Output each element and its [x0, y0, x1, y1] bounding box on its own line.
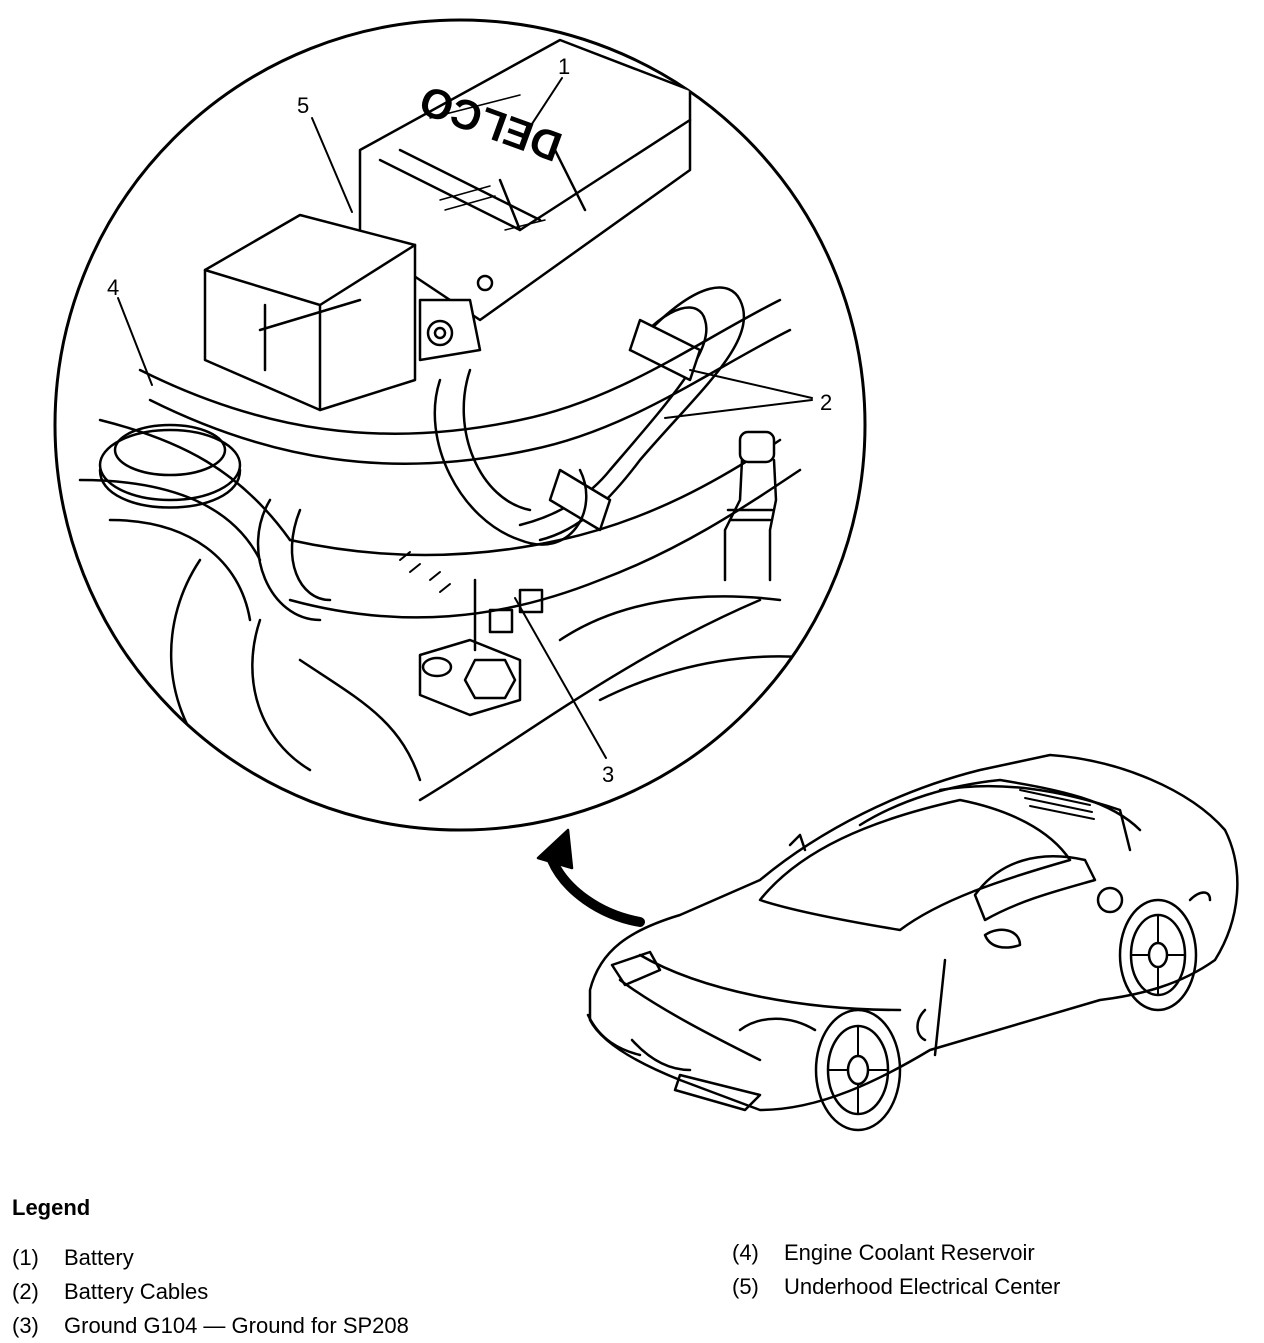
callout-5: 5	[297, 93, 309, 118]
callout-4: 4	[107, 275, 119, 300]
legend-label: Battery	[64, 1245, 134, 1270]
legend-item: (2) Battery Cables	[12, 1275, 409, 1309]
vehicle-illustration	[586, 753, 1239, 1132]
legend-item: (3) Ground G104 — Ground for SP208	[12, 1309, 409, 1343]
legend-item: (4) Engine Coolant Reservoir	[732, 1236, 1060, 1270]
callout-3: 3	[602, 762, 614, 787]
legend-number: (4)	[732, 1240, 759, 1265]
legend-item: (1) Battery	[12, 1241, 409, 1275]
battery-illustration: DELCO	[358, 38, 692, 322]
legend-label: Battery Cables	[64, 1279, 209, 1304]
detail-view: DELCO	[53, 18, 867, 832]
electrical-center-illustration	[203, 213, 417, 412]
legend-number: (1)	[12, 1245, 39, 1270]
legend-label: Ground G104 — Ground for SP208	[64, 1313, 409, 1338]
legend-number: (3)	[12, 1313, 39, 1338]
callout-2: 2	[820, 390, 832, 415]
battery-terminal	[418, 298, 482, 362]
coolant-reservoir-illustration	[98, 423, 242, 509]
legend-label: Engine Coolant Reservoir	[784, 1240, 1035, 1265]
legend-right-column: (4) Engine Coolant Reservoir (5) Underhood…	[732, 1236, 1060, 1304]
leader-lines	[117, 77, 813, 759]
ground-g104-illustration	[399, 551, 544, 717]
callout-1: 1	[558, 54, 570, 79]
hose-illustration	[723, 430, 778, 582]
legend-label: Underhood Electrical Center	[784, 1274, 1061, 1299]
curved-arrow	[536, 828, 645, 927]
legend-number: (2)	[12, 1279, 39, 1304]
legend-title: Legend	[12, 1195, 91, 1220]
legend-number: (5)	[732, 1274, 759, 1299]
legend-left-column: (1) Battery (2) Battery Cables (3) Ground G…	[12, 1241, 409, 1343]
component-location-diagram: DELCO	[53, 18, 1239, 1132]
legend-item: (5) Underhood Electrical Center	[732, 1270, 1060, 1304]
